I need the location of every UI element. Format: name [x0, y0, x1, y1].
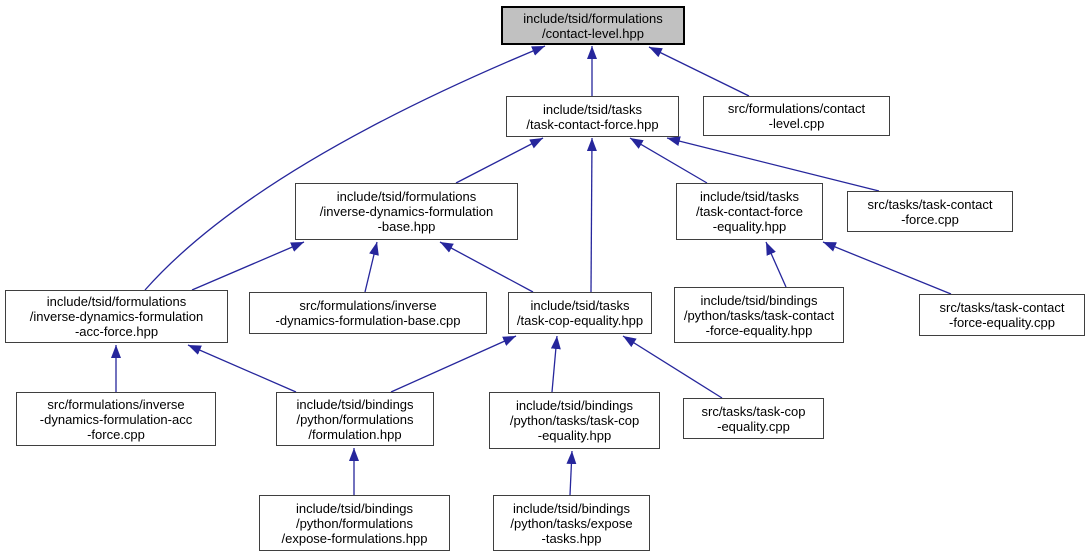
- edge-acc-force-hpp-to-contact-level-hpp: [144, 45, 546, 291]
- node-expose-formulations-hpp[interactable]: include/tsid/bindings /python/formulatio…: [259, 495, 450, 551]
- edge-acc-force-hpp-to-base-hpp: [191, 241, 305, 291]
- edge-contact-level-cpp-to-contact-level-hpp: [648, 46, 750, 97]
- node-inverse-dynamics-formulation-base-cpp[interactable]: src/formulations/inverse -dynamics-formu…: [249, 292, 487, 334]
- edge-base-hpp-to-task-contact-force-hpp: [455, 137, 544, 184]
- node-python-task-cop-equality-hpp[interactable]: include/tsid/bindings /python/tasks/task…: [489, 392, 660, 449]
- edge-expose-tasks-hpp-to-python-task-cop-equality-hpp: [566, 450, 577, 496]
- edge-task-contact-force-cpp-to-task-contact-force-hpp: [666, 136, 880, 192]
- edge-task-cop-equality-cpp-to-task-cop-equality-hpp: [622, 335, 723, 399]
- edge-task-cop-equality-hpp-to-base-hpp: [439, 241, 534, 293]
- edge-task-contact-force-equality-hpp-to-task-contact-force-hpp: [629, 137, 708, 184]
- node-inverse-dynamics-formulation-acc-force-cpp[interactable]: src/formulations/inverse -dynamics-formu…: [16, 392, 216, 446]
- node-python-task-contact-force-equality-hpp[interactable]: include/tsid/bindings /python/tasks/task…: [674, 287, 844, 343]
- node-expose-tasks-hpp[interactable]: include/tsid/bindings /python/tasks/expo…: [493, 495, 650, 551]
- edge-formulation-hpp-to-task-cop-equality-hpp: [390, 335, 517, 393]
- edge-task-cop-equality-hpp-to-task-contact-force-hpp: [586, 137, 597, 293]
- node-task-cop-equality-hpp[interactable]: include/tsid/tasks /task-cop-equality.hp…: [508, 292, 652, 334]
- node-task-cop-equality-cpp[interactable]: src/tasks/task-cop -equality.cpp: [683, 398, 824, 439]
- node-inverse-dynamics-formulation-acc-force-hpp[interactable]: include/tsid/formulations /inverse-dynam…: [5, 290, 228, 343]
- edge-tcf-equality-cpp-to-tcf-equality-hpp: [822, 241, 952, 295]
- edge-formulation-hpp-to-acc-force-hpp: [187, 344, 297, 393]
- node-task-contact-force-hpp[interactable]: include/tsid/tasks /task-contact-force.h…: [506, 96, 679, 137]
- edge-base-cpp-to-base-hpp: [364, 241, 379, 293]
- edge-python-task-cop-equality-hpp-to-task-cop-equality-hpp: [550, 335, 561, 393]
- edge-python-tcf-equality-hpp-to-tcf-equality-hpp: [765, 241, 787, 288]
- node-contact-level-hpp[interactable]: include/tsid/formulations /contact-level…: [501, 6, 685, 45]
- node-python-formulation-hpp[interactable]: include/tsid/bindings /python/formulatio…: [276, 392, 434, 446]
- node-task-contact-force-cpp[interactable]: src/tasks/task-contact -force.cpp: [847, 191, 1013, 232]
- node-task-contact-force-equality-cpp[interactable]: src/tasks/task-contact -force-equality.c…: [919, 294, 1085, 336]
- node-contact-level-cpp[interactable]: src/formulations/contact -level.cpp: [703, 96, 890, 136]
- node-inverse-dynamics-formulation-base-hpp[interactable]: include/tsid/formulations /inverse-dynam…: [295, 183, 518, 240]
- node-task-contact-force-equality-hpp[interactable]: include/tsid/tasks /task-contact-force -…: [676, 183, 823, 240]
